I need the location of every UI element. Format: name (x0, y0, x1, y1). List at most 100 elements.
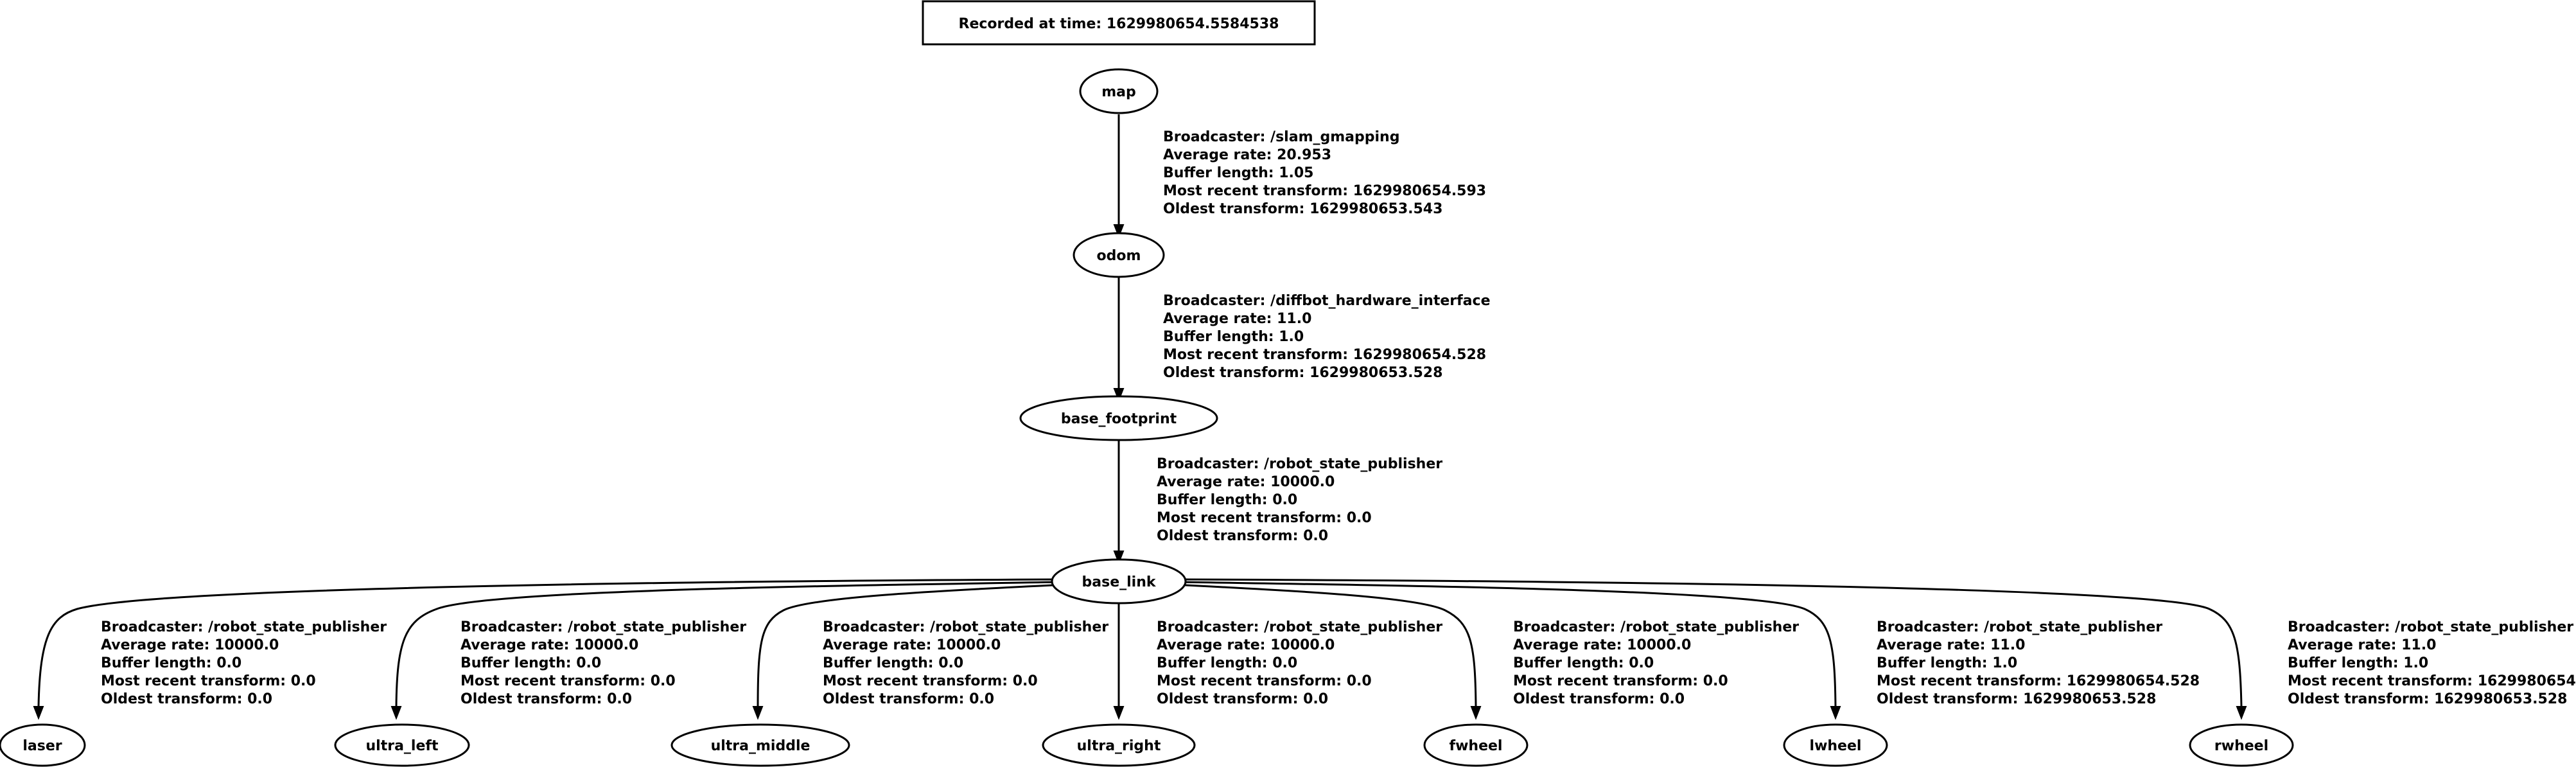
edge-base-link-rwheel-arrow (2236, 706, 2247, 720)
edge-base-link-rwheel-rate: Average rate: 11.0 (2288, 637, 2436, 653)
edge-base-link-ultra-middle-recent: Most recent transform: 0.0 (823, 673, 1038, 689)
edge-base-link-ultra-middle: Broadcaster: /robot_state_publisher Aver… (752, 583, 1108, 720)
edge-base-link-rwheel-broadcaster: Broadcaster: /robot_state_publisher (2288, 619, 2573, 635)
node-ultra-middle-label: ultra_middle (711, 738, 810, 754)
edge-base-footprint-base-link-recent: Most recent transform: 0.0 (1157, 510, 1372, 526)
node-ultra-right-ellipse (1042, 723, 1196, 767)
edge-base-footprint-base-link: Broadcaster: /robot_state_publisher Aver… (1113, 441, 1442, 565)
node-base-link[interactable]: base_link (1051, 558, 1187, 604)
edge-base-link-lwheel: Broadcaster: /robot_state_publisher Aver… (1178, 581, 2200, 720)
edge-base-footprint-base-link-buffer: Buffer length: 0.0 (1157, 492, 1297, 508)
node-ultra-right-label: ultra_right (1077, 738, 1161, 754)
edge-base-footprint-base-link-rate: Average rate: 10000.0 (1157, 474, 1335, 490)
node-map[interactable]: map (1079, 68, 1159, 114)
edge-map-odom-oldest: Oldest transform: 1629980653.543 (1163, 201, 1442, 217)
node-ultra-left-label: ultra_left (366, 738, 439, 754)
edge-base-link-fwheel: Broadcaster: /robot_state_publisher Aver… (1172, 583, 1799, 720)
edge-base-link-fwheel-buffer: Buffer length: 0.0 (1513, 655, 1654, 671)
edge-odom-base-footprint-buffer: Buffer length: 1.0 (1163, 329, 1304, 345)
edge-base-link-ultra-left: Broadcaster: /robot_state_publisher Aver… (390, 581, 1060, 720)
edge-base-link-ultra-right-broadcaster: Broadcaster: /robot_state_publisher (1157, 619, 1442, 635)
edge-base-link-rwheel-recent: Most recent transform: 1629980654.528 (2288, 673, 2576, 689)
node-ultra-left[interactable]: ultra_left (334, 723, 470, 767)
edge-base-link-ultra-left-arrow (390, 706, 402, 720)
node-rwheel-label: rwheel (2214, 738, 2268, 754)
edge-base-link-ultra-middle-buffer: Buffer length: 0.0 (823, 655, 963, 671)
edge-base-link-ultra-left-line (395, 581, 1060, 707)
node-base-footprint-ellipse (1019, 395, 1218, 441)
node-laser-ellipse (0, 723, 86, 767)
node-fwheel-label: fwheel (1450, 738, 1503, 754)
node-base-link-label: base_link (1082, 574, 1157, 590)
edge-map-odom-rate: Average rate: 20.953 (1163, 147, 1331, 163)
edge-base-link-fwheel-oldest: Oldest transform: 0.0 (1513, 691, 1685, 707)
edge-base-link-laser-oldest: Oldest transform: 0.0 (101, 691, 272, 707)
node-laser[interactable]: laser (0, 723, 86, 767)
edge-base-link-laser-arrow (33, 706, 44, 720)
edge-base-link-ultra-right: Broadcaster: /robot_state_publisher Aver… (1113, 604, 1442, 720)
edge-base-link-ultra-right-rate: Average rate: 10000.0 (1157, 637, 1335, 653)
recorded-time-box: Recorded at time: 1629980654.5584538 (922, 0, 1316, 46)
edge-base-link-ultra-right-buffer: Buffer length: 0.0 (1157, 655, 1297, 671)
edge-map-odom-buffer: Buffer length: 1.05 (1163, 165, 1313, 181)
edge-base-footprint-base-link-broadcaster: Broadcaster: /robot_state_publisher (1157, 456, 1442, 472)
node-ultra-right[interactable]: ultra_right (1042, 723, 1196, 767)
edge-base-footprint-base-link-oldest: Oldest transform: 0.0 (1157, 528, 1328, 544)
edge-base-link-ultra-right-arrow (1113, 706, 1125, 720)
edge-base-link-laser: Broadcaster: /robot_state_publisher Aver… (33, 578, 1055, 720)
edge-odom-base-footprint-broadcaster: Broadcaster: /diffbot_hardware_interface (1163, 293, 1491, 309)
node-rwheel[interactable]: rwheel (2189, 723, 2294, 767)
edge-base-link-fwheel-arrow (1470, 706, 1482, 720)
node-odom[interactable]: odom (1073, 232, 1165, 278)
edge-base-link-fwheel-recent: Most recent transform: 0.0 (1513, 673, 1728, 689)
edge-base-link-ultra-middle-oldest: Oldest transform: 0.0 (823, 691, 994, 707)
edge-odom-base-footprint: Broadcaster: /diffbot_hardware_interface… (1113, 278, 1491, 402)
node-fwheel-ellipse (1423, 723, 1529, 767)
edge-base-link-ultra-left-recent: Most recent transform: 0.0 (460, 673, 676, 689)
edge-base-link-lwheel-line (1178, 581, 1837, 707)
edge-base-link-ultra-middle-line (757, 583, 1067, 707)
edge-base-link-lwheel-recent: Most recent transform: 1629980654.528 (1877, 673, 2200, 689)
node-map-ellipse (1079, 68, 1159, 114)
node-base-footprint[interactable]: base_footprint (1019, 395, 1218, 441)
node-fwheel[interactable]: fwheel (1423, 723, 1529, 767)
edge-base-link-ultra-left-buffer: Buffer length: 0.0 (460, 655, 601, 671)
node-odom-label: odom (1097, 248, 1141, 264)
edge-base-link-rwheel: Broadcaster: /robot_state_publisher Aver… (1182, 578, 2576, 720)
edge-base-link-rwheel-oldest: Oldest transform: 1629980653.528 (2288, 691, 2567, 707)
edge-base-footprint-base-link-arrow (1113, 551, 1125, 565)
edge-base-link-laser-recent: Most recent transform: 0.0 (101, 673, 316, 689)
edge-base-link-ultra-left-oldest: Oldest transform: 0.0 (460, 691, 632, 707)
node-ultra-middle-ellipse (670, 723, 850, 767)
edge-odom-base-footprint-arrow (1113, 388, 1125, 402)
node-lwheel[interactable]: lwheel (1783, 723, 1888, 767)
edge-base-link-fwheel-broadcaster: Broadcaster: /robot_state_publisher (1513, 619, 1799, 635)
recorded-time-frame (922, 0, 1316, 46)
edge-base-link-laser-broadcaster: Broadcaster: /robot_state_publisher (101, 619, 387, 635)
edge-base-link-lwheel-buffer: Buffer length: 1.0 (1877, 655, 2017, 671)
edge-base-link-fwheel-line (1172, 583, 1477, 707)
edge-base-link-rwheel-line (1182, 578, 2243, 707)
edge-base-link-lwheel-rate: Average rate: 11.0 (1877, 637, 2025, 653)
node-ultra-left-ellipse (334, 723, 470, 767)
node-laser-label: laser (22, 738, 62, 754)
edge-base-link-laser-buffer: Buffer length: 0.0 (101, 655, 241, 671)
edge-base-link-rwheel-buffer: Buffer length: 1.0 (2288, 655, 2428, 671)
edge-map-odom-broadcaster: Broadcaster: /slam_gmapping (1163, 129, 1399, 145)
edge-base-link-laser-rate: Average rate: 10000.0 (101, 637, 279, 653)
edge-base-link-ultra-right-oldest: Oldest transform: 0.0 (1157, 691, 1328, 707)
edge-map-odom-arrow (1113, 224, 1125, 238)
edge-base-link-ultra-middle-arrow (752, 706, 764, 720)
node-ultra-middle[interactable]: ultra_middle (670, 723, 850, 767)
node-lwheel-ellipse (1783, 723, 1888, 767)
edge-map-odom-recent: Most recent transform: 1629980654.593 (1163, 183, 1486, 199)
node-map-label: map (1101, 84, 1136, 100)
edge-base-link-ultra-right-recent: Most recent transform: 0.0 (1157, 673, 1372, 689)
edge-base-link-ultra-middle-rate: Average rate: 10000.0 (823, 637, 1001, 653)
edge-base-link-lwheel-arrow (1830, 706, 1841, 720)
edge-map-odom: Broadcaster: /slam_gmapping Average rate… (1113, 114, 1486, 238)
node-base-footprint-label: base_footprint (1061, 411, 1177, 427)
edge-base-link-laser-line (37, 578, 1055, 707)
edge-base-link-ultra-left-broadcaster: Broadcaster: /robot_state_publisher (460, 619, 746, 635)
